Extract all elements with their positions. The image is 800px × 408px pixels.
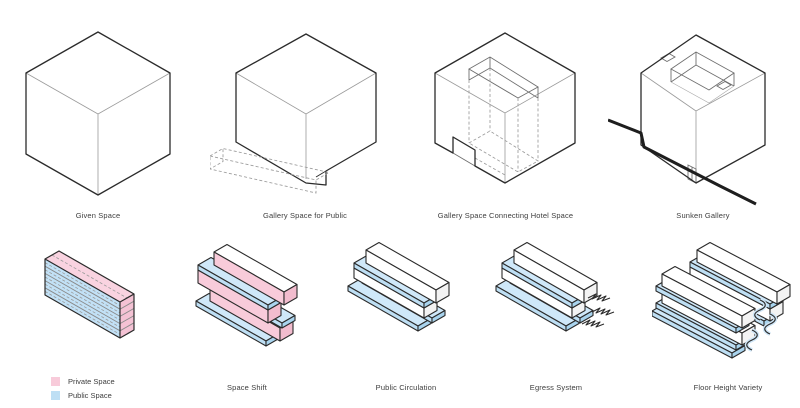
caption-sunken-gallery: Sunken Gallery xyxy=(676,211,730,220)
diagram-public-circulation xyxy=(347,241,450,332)
diagram-gallery-connecting-hotel xyxy=(434,32,576,184)
legend: Private Space Public Space xyxy=(51,374,115,402)
caption-egress-system: Egress System xyxy=(529,383,583,392)
caption-gallery-space-for-public: Gallery Space for Public xyxy=(262,211,348,220)
hidden-gallery-bar xyxy=(210,147,331,194)
floor-ramp-waves xyxy=(744,298,778,352)
figure-sunken-gallery: Sunken Gallery xyxy=(608,25,798,225)
hidden-shaft xyxy=(468,68,539,176)
figure-gallery-connecting-hotel: Gallery Space Connecting Hotel Space xyxy=(408,25,603,225)
figure-egress-system: Egress System xyxy=(488,238,624,398)
diagram-floor-height-variety xyxy=(652,241,791,359)
legend-label-public-space: Public Space xyxy=(68,390,112,400)
legend-swatch-private-space xyxy=(51,376,60,386)
diagram-sunken-gallery xyxy=(608,34,766,206)
caption-gallery-connecting-hotel: Gallery Space Connecting Hotel Space xyxy=(437,211,574,220)
legend-item-public: Public Space xyxy=(51,388,115,402)
caption-given-space: Given Space xyxy=(75,211,121,220)
diagram-gallery-space-for-public xyxy=(210,33,377,194)
figure-gallery-space-for-public: Gallery Space for Public xyxy=(210,28,400,228)
figure-given-space: Given Space xyxy=(18,24,178,224)
diagram-given-space-cube xyxy=(25,31,171,196)
figure-public-circulation: Public Circulation xyxy=(338,238,474,398)
legend-swatch-public-space xyxy=(51,390,60,400)
caption-space-shift: Space Shift xyxy=(226,383,267,392)
caption-public-circulation: Public Circulation xyxy=(375,383,437,392)
diagram-space-shift xyxy=(195,243,298,347)
figure-program-stack xyxy=(30,240,145,350)
egress-stair-zigzags xyxy=(581,293,615,328)
legend-item-private: Private Space xyxy=(51,374,115,388)
figure-space-shift: Space Shift xyxy=(184,238,310,398)
figure-floor-height-variety: Floor Height Variety xyxy=(652,238,800,398)
caption-floor-height-variety: Floor Height Variety xyxy=(693,383,763,392)
ground-line xyxy=(608,118,757,206)
diagram-private-public-stack xyxy=(44,250,135,339)
legend-label-private-space: Private Space xyxy=(68,376,115,386)
diagram-egress-system xyxy=(495,241,615,332)
